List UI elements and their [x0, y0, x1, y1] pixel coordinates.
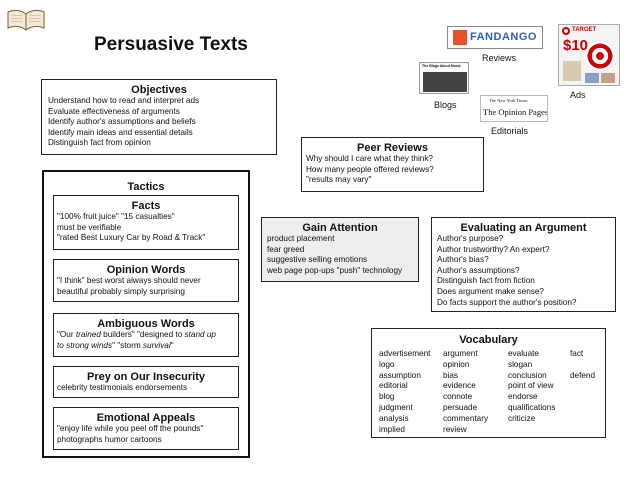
vocab-term: defend — [570, 370, 596, 380]
gain-attention-line: suggestive selling emotions — [267, 255, 368, 265]
gain-attention-title: Gain Attention — [302, 222, 378, 234]
vocab-term: persuade — [443, 402, 478, 412]
insecurity-title: Prey on Our Insecurity — [87, 371, 205, 383]
book-icon — [7, 9, 45, 31]
vocab-term: editorial — [379, 381, 408, 391]
facts-box: Facts "100% fruit juice" "15 casualties"… — [53, 195, 239, 250]
vocab-term: connote — [443, 392, 473, 402]
ambiguous-words-box: Ambiguous Words "Our trained builders" "… — [53, 313, 239, 357]
evaluating-line: Author's assumptions? — [437, 265, 520, 275]
opinion-words-box: Opinion Words "I think" best worst alway… — [53, 259, 239, 302]
facts-title: Facts — [131, 200, 161, 212]
vocab-term — [570, 360, 595, 371]
vocab-term: qualifications — [508, 402, 556, 412]
emotional-appeals-title: Emotional Appeals — [96, 412, 196, 424]
evaluating-line: Do facts support the author's position? — [437, 297, 577, 307]
objective-item: Identify author's assumptions and belief… — [48, 117, 196, 127]
vocab-term: point of view — [508, 381, 554, 391]
vocab-term: criticize — [508, 413, 536, 423]
gain-attention-line: fear greed — [267, 244, 305, 254]
vocab-term: review — [443, 424, 467, 434]
page-title: Persuasive Texts — [94, 34, 248, 55]
facts-line: "rated Best Luxury Car by Road & Track" — [57, 233, 206, 243]
vocab-term: argument — [443, 349, 478, 358]
vocabulary-box: Vocabulary advertisement logo assumption… — [371, 328, 606, 438]
peer-reviews-box: Peer Reviews Why should I care what they… — [301, 137, 484, 192]
emotional-line: "enjoy life while you peel off the pound… — [57, 424, 204, 433]
blogs-label: Blogs — [434, 100, 457, 110]
evaluating-line: Author trustworthy? An expert? — [437, 244, 550, 254]
objectives-title: Objectives — [131, 84, 187, 96]
vocab-term: evaluate — [508, 349, 539, 358]
fandango-logo: FANDANGO — [447, 26, 543, 49]
ads-label: Ads — [570, 90, 586, 100]
gain-attention-line: product placement — [267, 234, 335, 243]
peer-review-item: "results may vary" — [306, 175, 372, 185]
emotional-appeals-box: Emotional Appeals "enjoy life while you … — [53, 407, 239, 450]
vocab-term: evidence — [443, 381, 476, 391]
vocab-term: endorse — [508, 392, 538, 402]
objective-item: Evaluate effectiveness of arguments — [48, 106, 180, 116]
gain-attention-box: Gain Attention product placement fear gr… — [261, 217, 419, 282]
peer-review-item: Why should I care what they think? — [306, 154, 433, 163]
target-ad: TARGET $10 — [558, 24, 620, 86]
blog-screenshot: The Blogs About Music — [419, 62, 469, 94]
evaluating-line: Author's purpose? — [437, 234, 504, 243]
vocab-term: opinion — [443, 359, 470, 369]
vocab-term: commentary — [443, 413, 489, 423]
objective-item: Understand how to read and interpret ads — [48, 96, 200, 105]
evaluating-line: Author's bias? — [437, 255, 489, 265]
objectives-box: Objectives Understand how to read and in… — [41, 79, 277, 155]
evaluating-line: Does argument make sense? — [437, 286, 544, 296]
opinion-pages-logo: The New York Times The Opinion Pages — [480, 95, 548, 122]
reviews-label: Reviews — [482, 53, 517, 63]
editorials-label: Editorials — [491, 126, 529, 136]
vocab-term: analysis — [379, 413, 409, 423]
opinion-words-line: "I think" best worst always should never — [57, 276, 201, 285]
facts-line: "100% fruit juice" "15 casualties" — [57, 212, 175, 221]
emotional-line: photographs humor cartoons — [57, 434, 162, 444]
ambiguous-words-line: "Our trained builders" "designed to stan… — [57, 330, 216, 339]
evaluating-line: Distinguish fact from fiction — [437, 276, 535, 286]
opinion-words-title: Opinion Words — [106, 264, 186, 276]
vocab-term: blog — [379, 392, 395, 402]
vocab-term: conclusion — [508, 370, 547, 380]
peer-reviews-title: Peer Reviews — [357, 142, 428, 154]
evaluating-argument-title: Evaluating an Argument — [460, 222, 587, 234]
vocabulary-title: Vocabulary — [459, 334, 518, 346]
objective-item: Distinguish fact from opinion — [48, 138, 151, 148]
vocab-term: advertisement — [379, 349, 431, 358]
evaluating-argument-box: Evaluating an Argument Author's purpose?… — [431, 217, 616, 312]
opinion-words-line: beautiful probably simply surprising — [57, 286, 185, 296]
vocab-term: slogan — [508, 359, 533, 369]
vocab-term: judgment — [379, 402, 413, 412]
peer-review-item: How many people offered reviews? — [306, 164, 434, 174]
ambiguous-words-title: Ambiguous Words — [97, 318, 195, 330]
vocab-term: implied — [379, 424, 405, 434]
tactics-title: Tactics — [127, 181, 165, 193]
objective-item: Identify main ideas and essential detail… — [48, 127, 193, 137]
vocab-term: assumption — [379, 370, 421, 380]
vocab-term: bias — [443, 370, 459, 380]
ambiguous-words-line: to strong winds" "storm survival" — [57, 340, 174, 350]
insecurity-box: Prey on Our Insecurity celebrity testimo… — [53, 366, 239, 398]
insecurity-line: celebrity testimonials endorsements — [57, 383, 188, 392]
vocab-term: fact — [570, 349, 584, 358]
gain-attention-line: web page pop-ups "push" technology — [267, 265, 403, 275]
facts-line: must be verifiable — [57, 222, 122, 232]
vocab-term: logo — [379, 359, 395, 369]
